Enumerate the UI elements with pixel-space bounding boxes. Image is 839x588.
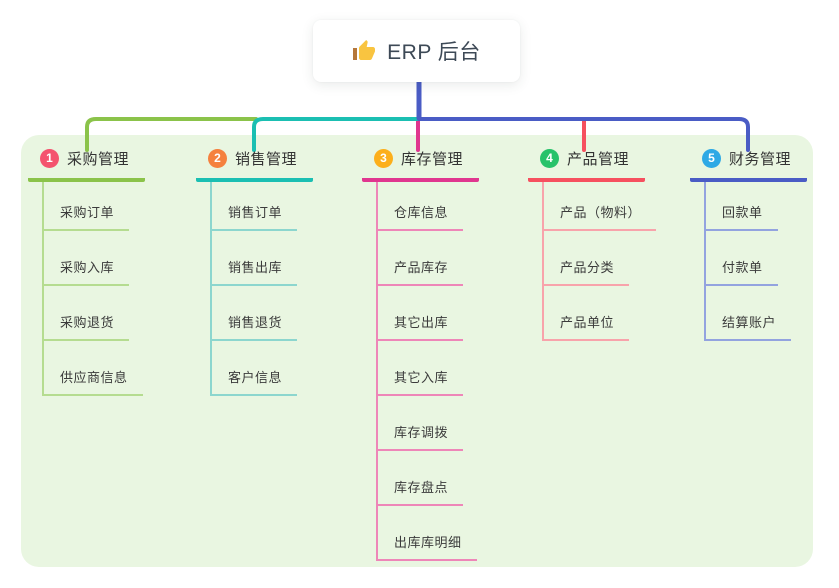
badge-5: 5 [702, 149, 721, 168]
branch-header-finance[interactable]: 5 财务管理 [690, 148, 808, 182]
branch-header-inventory[interactable]: 3 库存管理 [362, 148, 480, 182]
node-outbound-detail[interactable]: 出库库明细 [378, 506, 477, 561]
thumbs-up-icon [353, 40, 376, 60]
branch-label: 采购管理 [67, 151, 130, 168]
node-receipt-bill[interactable]: 回款单 [706, 182, 778, 231]
branch-items-finance: 回款单 付款单 结算账户 [704, 182, 792, 341]
branch-inventory: 3 库存管理 仓库信息 产品库存 其它出库 其它入库 库存调拨 库存盘点 出库库… [362, 148, 480, 561]
branch-header-sales[interactable]: 2 销售管理 [196, 148, 314, 182]
badge-2: 2 [208, 149, 227, 168]
node-product-stock[interactable]: 产品库存 [378, 231, 464, 286]
node-warehouse-info[interactable]: 仓库信息 [378, 182, 464, 231]
badge-1: 1 [40, 149, 59, 168]
branch-header-purchase[interactable]: 1 采购管理 [28, 148, 146, 182]
branch-items-inventory: 仓库信息 产品库存 其它出库 其它入库 库存调拨 库存盘点 出库库明细 [376, 182, 477, 561]
node-product-unit[interactable]: 产品单位 [544, 286, 630, 341]
branch-finance: 5 财务管理 回款单 付款单 结算账户 [690, 148, 808, 341]
node-settlement-account[interactable]: 结算账户 [706, 286, 792, 341]
node-purchase-order[interactable]: 采购订单 [44, 182, 130, 231]
branch-label: 产品管理 [567, 151, 630, 168]
branch-header-product[interactable]: 4 产品管理 [528, 148, 646, 182]
node-product-material[interactable]: 产品（物料） [544, 182, 657, 231]
branch-product: 4 产品管理 产品（物料） 产品分类 产品单位 [528, 148, 657, 341]
node-supplier-info[interactable]: 供应商信息 [44, 341, 143, 396]
node-stock-count[interactable]: 库存盘点 [378, 451, 464, 506]
root-node-erp[interactable]: ERP 后台 [313, 20, 520, 82]
branch-sales: 2 销售管理 销售订单 销售出库 销售退货 客户信息 [196, 148, 314, 396]
branch-items-product: 产品（物料） 产品分类 产品单位 [542, 182, 657, 341]
node-sales-order[interactable]: 销售订单 [212, 182, 298, 231]
branch-items-purchase: 采购订单 采购入库 采购退货 供应商信息 [42, 182, 143, 396]
node-purchase-return[interactable]: 采购退货 [44, 286, 130, 341]
node-payment-bill[interactable]: 付款单 [706, 231, 778, 286]
badge-4: 4 [540, 149, 559, 168]
branch-items-sales: 销售订单 销售出库 销售退货 客户信息 [210, 182, 298, 396]
node-sales-outbound[interactable]: 销售出库 [212, 231, 298, 286]
node-customer-info[interactable]: 客户信息 [212, 341, 298, 396]
branch-label: 销售管理 [235, 151, 298, 168]
branch-purchase: 1 采购管理 采购订单 采购入库 采购退货 供应商信息 [28, 148, 146, 396]
node-stock-transfer[interactable]: 库存调拨 [378, 396, 464, 451]
node-other-inbound[interactable]: 其它入库 [378, 341, 464, 396]
node-product-category[interactable]: 产品分类 [544, 231, 630, 286]
branches-panel [21, 135, 813, 567]
branch-label: 库存管理 [401, 151, 464, 168]
node-purchase-inbound[interactable]: 采购入库 [44, 231, 130, 286]
node-sales-return[interactable]: 销售退货 [212, 286, 298, 341]
badge-3: 3 [374, 149, 393, 168]
node-other-outbound[interactable]: 其它出库 [378, 286, 464, 341]
branch-label: 财务管理 [729, 151, 792, 168]
root-node-label: ERP 后台 [387, 41, 481, 64]
